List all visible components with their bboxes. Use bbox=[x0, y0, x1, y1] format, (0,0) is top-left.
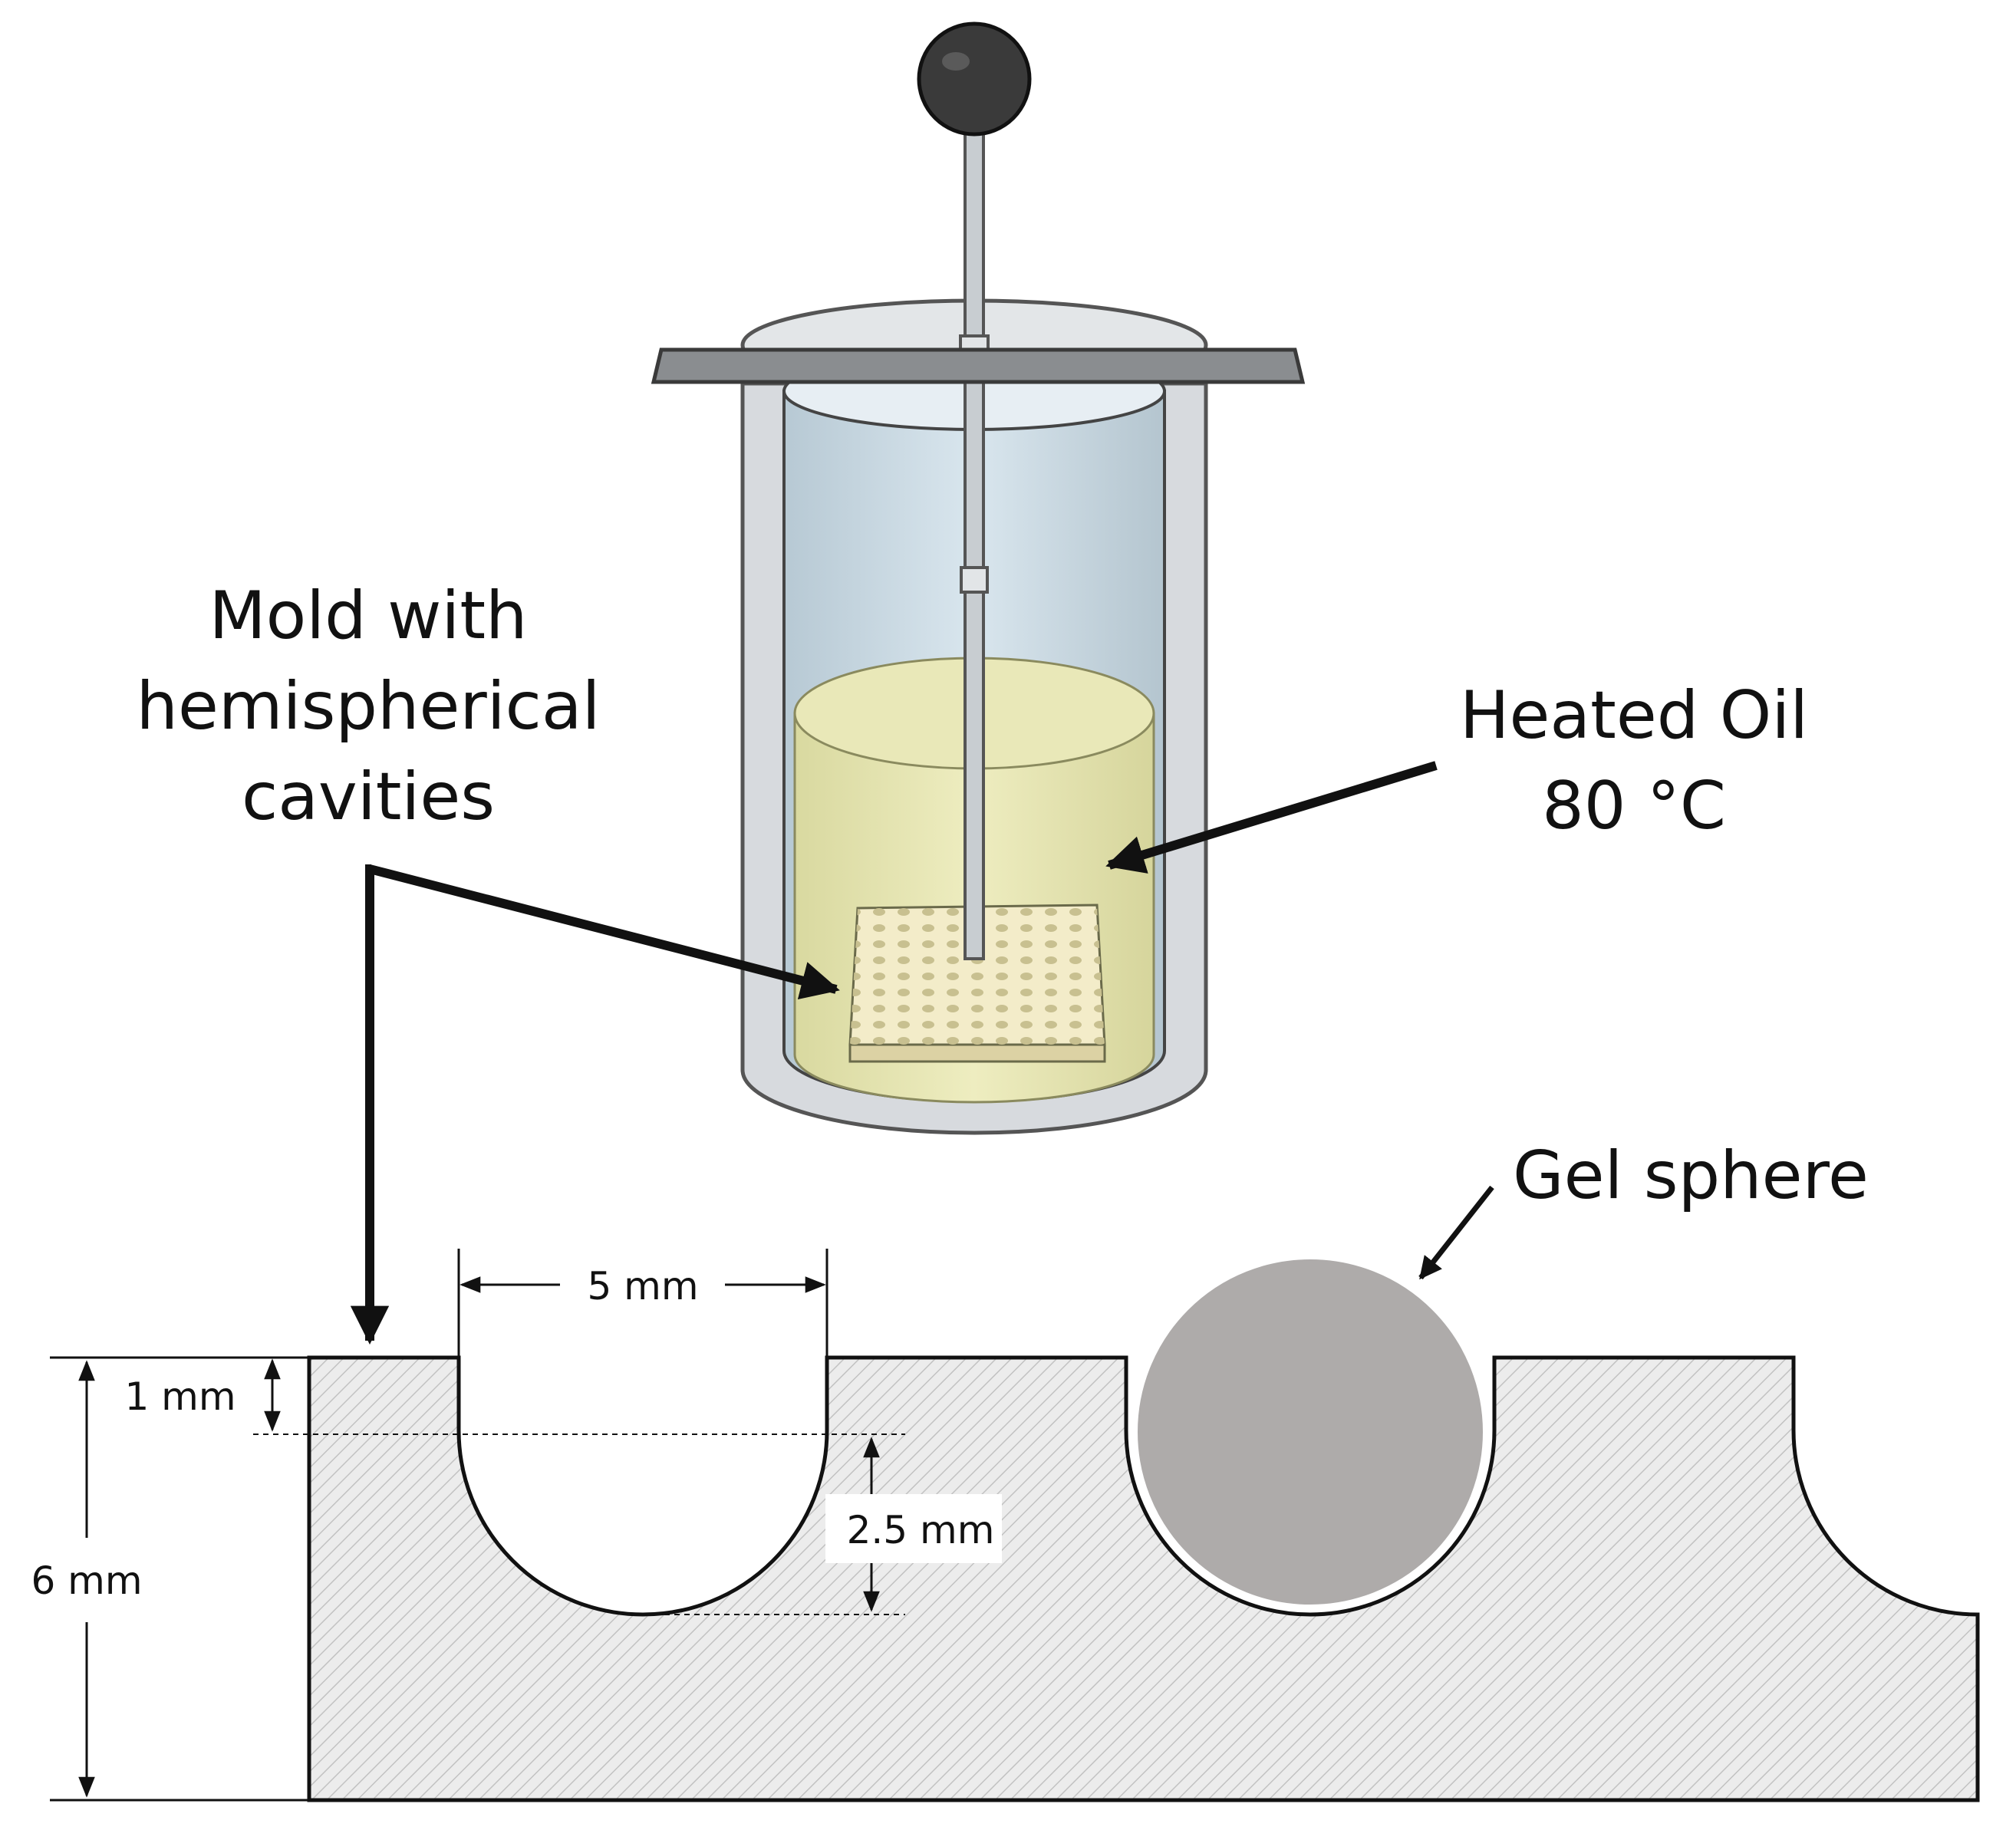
cavity-depth-label: 2.5 mm bbox=[847, 1508, 995, 1552]
mold-body bbox=[307, 1355, 1980, 1802]
gel-label: Gel sphere bbox=[1513, 1137, 1869, 1214]
gel-callout: Gel sphere bbox=[1418, 1137, 1869, 1280]
plunger-rod bbox=[964, 114, 985, 960]
oil-label-line-1: Heated Oil bbox=[1460, 677, 1808, 754]
gel-arrow bbox=[1418, 1185, 1494, 1280]
mold-cross-section bbox=[50, 1255, 1980, 1802]
mold-callout: Mold with hemispherical cavities bbox=[136, 578, 840, 1345]
mold-plate bbox=[848, 904, 1106, 1063]
cavity-diameter-label: 5 mm bbox=[587, 1264, 698, 1308]
apparatus bbox=[651, 21, 1306, 1135]
mold-arrow-to-vessel bbox=[368, 864, 840, 1000]
mold-label-line-3: cavities bbox=[242, 759, 495, 835]
mold-label-line-1: Mold with bbox=[209, 578, 527, 654]
dimension-cavity-depth: 2.5 mm bbox=[644, 1437, 1002, 1615]
dimension-cavity-diameter: 5 mm bbox=[457, 1249, 828, 1359]
oil-callout: Heated Oil 80 °C bbox=[1105, 677, 1808, 874]
top-thickness-label: 1 mm bbox=[124, 1374, 236, 1419]
gel-sphere bbox=[1133, 1255, 1487, 1609]
cross-bar bbox=[651, 347, 1306, 384]
plunger-knob bbox=[917, 21, 1032, 137]
mold-label-line-2: hemispherical bbox=[136, 668, 600, 745]
oil-arrow bbox=[1105, 761, 1438, 874]
dimension-total-height: 6 mm bbox=[31, 1360, 143, 1798]
dimension-top-thickness: 1 mm bbox=[124, 1358, 905, 1435]
total-height-label: 6 mm bbox=[31, 1559, 142, 1603]
oil-label-line-2: 80 °C bbox=[1542, 768, 1726, 844]
mold-arrow-to-section bbox=[350, 864, 390, 1345]
rod-coupling-lower bbox=[960, 566, 989, 594]
